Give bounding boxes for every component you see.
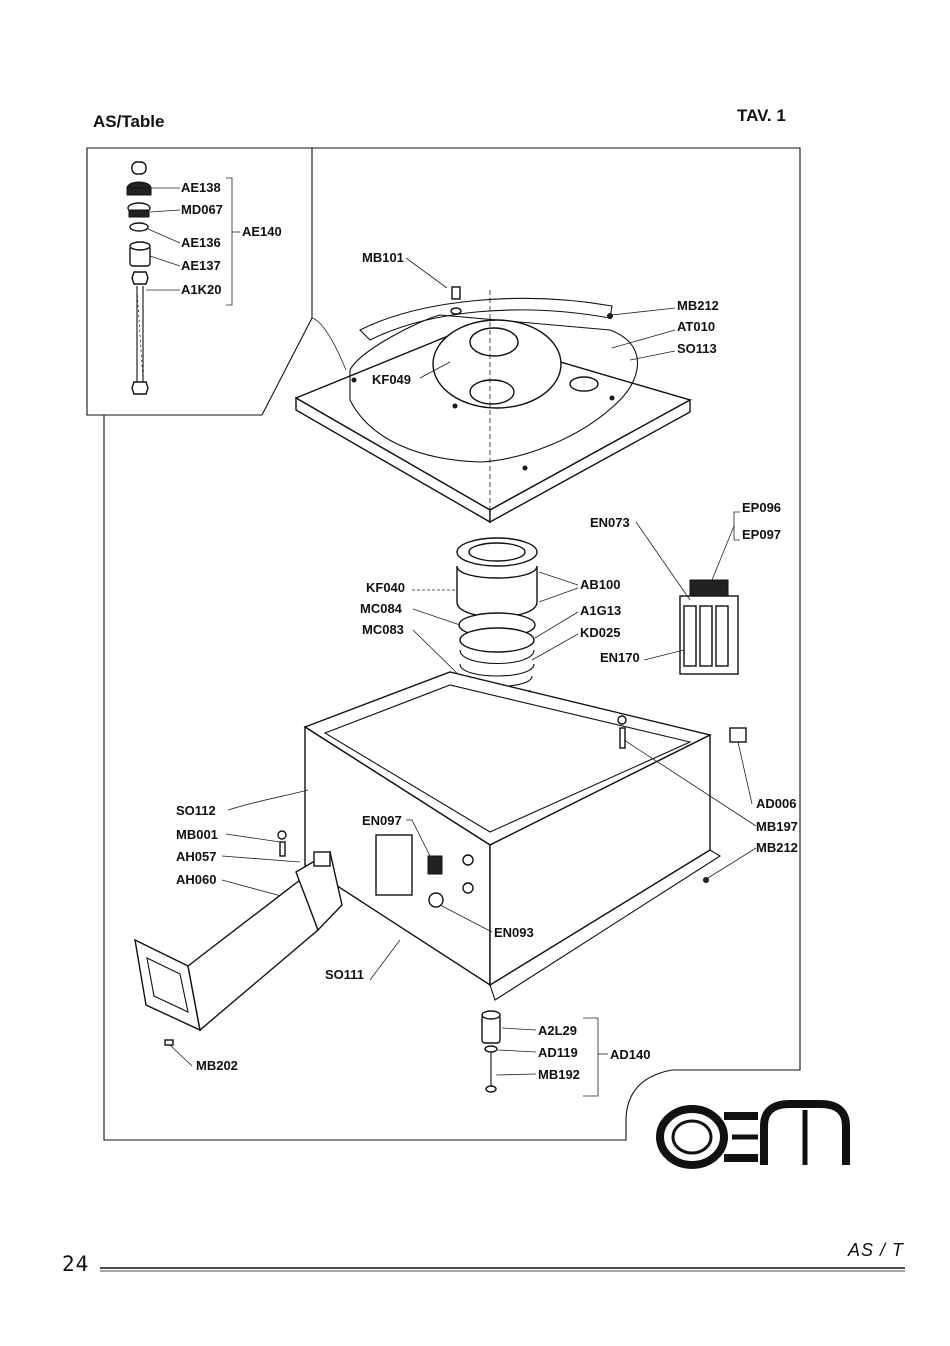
label-en073: EN073 [590, 515, 630, 530]
label-mb192: MB192 [538, 1067, 580, 1082]
label-mb001: MB001 [176, 827, 218, 842]
label-at010: AT010 [677, 319, 715, 334]
label-a1g13: A1G13 [580, 603, 621, 618]
label-ah060: AH060 [176, 872, 216, 887]
duct-assembly [135, 852, 342, 1030]
label-mb202: MB202 [196, 1058, 238, 1073]
label-mb101: MB101 [362, 250, 404, 265]
label-ep096: EP096 [742, 500, 781, 515]
label-kf049: KF049 [372, 372, 411, 387]
label-ah057: AH057 [176, 849, 216, 864]
en170-module [680, 580, 738, 674]
label-so113: SO113 [677, 341, 717, 356]
label-a1k20: A1K20 [181, 282, 221, 297]
base-box [305, 672, 720, 1000]
label-ae140: AE140 [242, 224, 282, 239]
label-en093: EN093 [494, 925, 534, 940]
label-kd025: KD025 [580, 625, 620, 640]
label-mc084: MC084 [360, 601, 403, 616]
label-en097: EN097 [362, 813, 402, 828]
label-ad140: AD140 [610, 1047, 650, 1062]
label-ad119: AD119 [538, 1045, 578, 1060]
label-so111: SO111 [325, 967, 364, 982]
label-en170: EN170 [600, 650, 640, 665]
label-ae138: AE138 [181, 180, 221, 195]
label-so112: SO112 [176, 803, 216, 818]
label-mb212-top: MB212 [677, 298, 719, 313]
label-kf040: KF040 [366, 580, 405, 595]
page-number: 24 [62, 1252, 89, 1276]
label-ae136: AE136 [181, 235, 221, 250]
oem-logo: oem [660, 1104, 846, 1165]
label-a2l29: A2L29 [538, 1023, 577, 1038]
label-mb197: MB197 [756, 819, 798, 834]
label-md067: MD067 [181, 202, 223, 217]
label-mb212-low: MB212 [756, 840, 798, 855]
label-ad006: AD006 [756, 796, 796, 811]
table-top [296, 290, 690, 522]
label-mc083: MC083 [362, 622, 404, 637]
document-code: AS / T [848, 1240, 904, 1261]
label-ab100: AB100 [580, 577, 620, 592]
inset-parts [127, 162, 151, 394]
label-ep097: EP097 [742, 527, 781, 542]
label-ae137: AE137 [181, 258, 221, 273]
